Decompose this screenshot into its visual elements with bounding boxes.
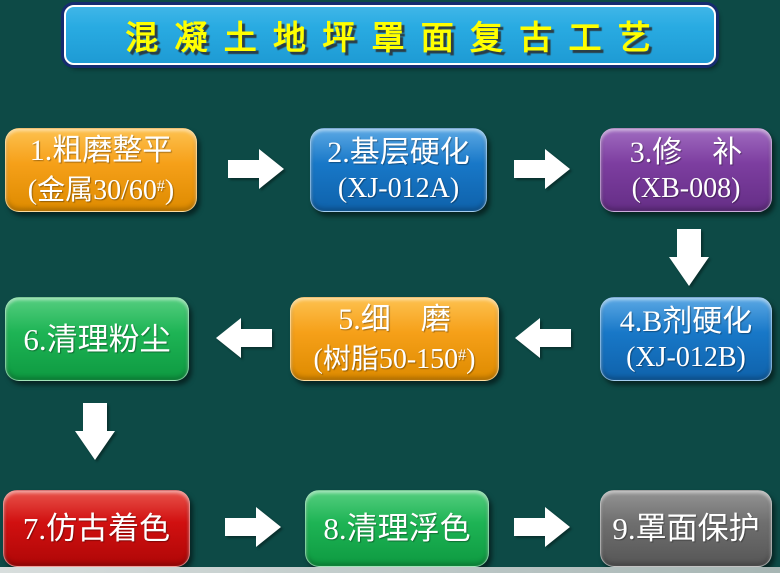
step-box-3-repair: 3.修 补 (XB-008) — [600, 128, 772, 212]
step-box-4-line1: 4.B剂硬化 — [619, 304, 753, 338]
step-box-2-base-hardening: 2.基层硬化 (XJ-012A) — [310, 128, 487, 212]
arrow-down-6-to-7 — [75, 403, 115, 461]
superscript-hash: # — [458, 346, 467, 364]
step-box-3-line1: 3.修 补 — [629, 135, 743, 169]
step-box-8-floating-color-cleaning: 8.清理浮色 — [305, 490, 489, 567]
step-box-8-line1: 8.清理浮色 — [323, 511, 471, 546]
step-box-1-line1: 1.粗磨整平 — [29, 133, 173, 167]
slide-bottom-edge — [0, 567, 780, 573]
step-box-7-antique-coloring: 7.仿古着色 — [3, 490, 190, 567]
step-box-5-fine-grinding: 5.细 磨 (树脂50-150#) — [290, 297, 499, 381]
arrow-down-3-to-4 — [669, 229, 709, 287]
arrow-left-4-to-5 — [514, 316, 571, 360]
step-box-3-line2: (XB-008) — [631, 172, 741, 204]
arrow-right-1-to-2 — [228, 147, 285, 191]
step-box-1-line2: (金属30/60#) — [27, 174, 175, 206]
step-box-2-line1: 2.基层硬化 — [327, 135, 470, 169]
slide-title-banner: 混 凝 土 地 坪 罩 面 复 古 工 艺 — [64, 5, 716, 65]
step-box-9-surface-protection: 9.罩面保护 — [600, 490, 772, 567]
arrow-right-7-to-8 — [225, 505, 282, 549]
arrow-right-2-to-3 — [514, 147, 571, 191]
step-box-9-line1: 9.罩面保护 — [612, 511, 760, 546]
arrow-right-8-to-9 — [514, 505, 571, 549]
step-box-7-line1: 7.仿古着色 — [22, 511, 171, 546]
step-box-6-dust-cleaning: 6.清理粉尘 — [5, 297, 189, 381]
step-box-1-rough-grinding: 1.粗磨整平 (金属30/60#) — [5, 128, 197, 212]
step-box-4-line2: (XJ-012B) — [626, 341, 746, 373]
step-box-2-line2: (XJ-012A) — [337, 172, 460, 204]
arrow-left-5-to-6 — [215, 316, 272, 360]
superscript-hash: # — [156, 177, 165, 195]
step-box-5-line2: (树脂50-150#) — [313, 343, 476, 375]
slide-title-text: 混 凝 土 地 坪 罩 面 复 古 工 艺 — [125, 21, 655, 57]
step-box-6-line1: 6.清理粉尘 — [23, 321, 171, 357]
step-box-5-line1: 5.细 磨 — [338, 302, 451, 336]
step-box-4-b-agent-hardening: 4.B剂硬化 (XJ-012B) — [600, 297, 772, 381]
